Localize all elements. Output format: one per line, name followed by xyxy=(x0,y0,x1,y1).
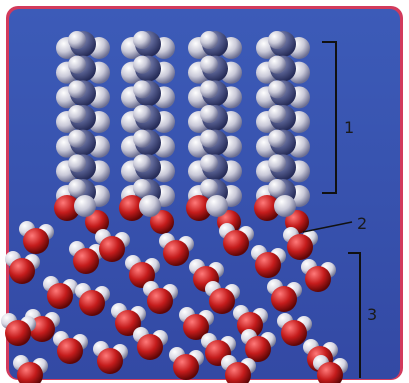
hydrogen-atom xyxy=(139,195,161,217)
label-region-2: 2 xyxy=(357,214,367,233)
hydrogen-atom xyxy=(206,195,228,217)
hydrogen-atom xyxy=(133,130,151,148)
hydrogen-atom xyxy=(133,80,151,98)
water-oxygen-atom xyxy=(99,236,125,262)
hydrogen-atom xyxy=(268,31,286,49)
water-oxygen-atom xyxy=(23,228,49,254)
water-oxygen-atom xyxy=(223,230,249,256)
hydrogen-atom xyxy=(68,80,86,98)
water-oxygen-atom xyxy=(305,266,331,292)
hydrogen-atom xyxy=(68,179,86,197)
label-region-3: 3 xyxy=(367,305,377,324)
hydrogen-atom xyxy=(133,154,151,172)
hydrogen-atom xyxy=(268,154,286,172)
hydrogen-atom xyxy=(268,80,286,98)
hydrogen-atom xyxy=(268,105,286,123)
hydrogen-atom xyxy=(68,105,86,123)
water-oxygen-atom xyxy=(97,348,123,374)
water-oxygen-atom xyxy=(209,288,235,314)
water-oxygen-atom xyxy=(47,283,73,309)
hydrogen-atom xyxy=(133,56,151,74)
hydrogen-atom xyxy=(68,154,86,172)
hydrogen-atom xyxy=(133,179,151,197)
hydrogen-atom xyxy=(68,130,86,148)
hydrogen-atom xyxy=(200,56,218,74)
water-oxygen-atom xyxy=(57,338,83,364)
water-oxygen-atom xyxy=(163,240,189,266)
water-oxygen-atom xyxy=(5,320,31,346)
hydrogen-atom xyxy=(133,105,151,123)
water-oxygen-atom xyxy=(255,252,281,278)
hydrogen-atom xyxy=(200,154,218,172)
hydrogen-atom xyxy=(268,56,286,74)
water-oxygen-atom xyxy=(79,290,105,316)
water-oxygen-atom xyxy=(9,258,35,284)
hydrogen-atom xyxy=(268,179,286,197)
water-oxygen-atom xyxy=(173,354,199,380)
hydrogen-atom xyxy=(268,130,286,148)
hydrogen-atom xyxy=(74,195,96,217)
hydrogen-atom xyxy=(200,31,218,49)
water-oxygen-atom xyxy=(73,248,99,274)
hydrogen-atom xyxy=(200,80,218,98)
hydrogen-atom xyxy=(200,105,218,123)
water-oxygen-atom xyxy=(271,286,297,312)
hydrogen-atom xyxy=(68,31,86,49)
hydrogen-atom xyxy=(200,179,218,197)
label-region-1: 1 xyxy=(344,118,354,137)
hydrogen-atom xyxy=(68,56,86,74)
hydrogen-atom xyxy=(200,130,218,148)
hydrogen-atom xyxy=(274,195,296,217)
hydrogen-atom xyxy=(133,31,151,49)
water-oxygen-atom xyxy=(281,320,307,346)
water-oxygen-atom xyxy=(147,288,173,314)
water-oxygen-atom xyxy=(137,334,163,360)
water-oxygen-atom xyxy=(287,234,313,260)
